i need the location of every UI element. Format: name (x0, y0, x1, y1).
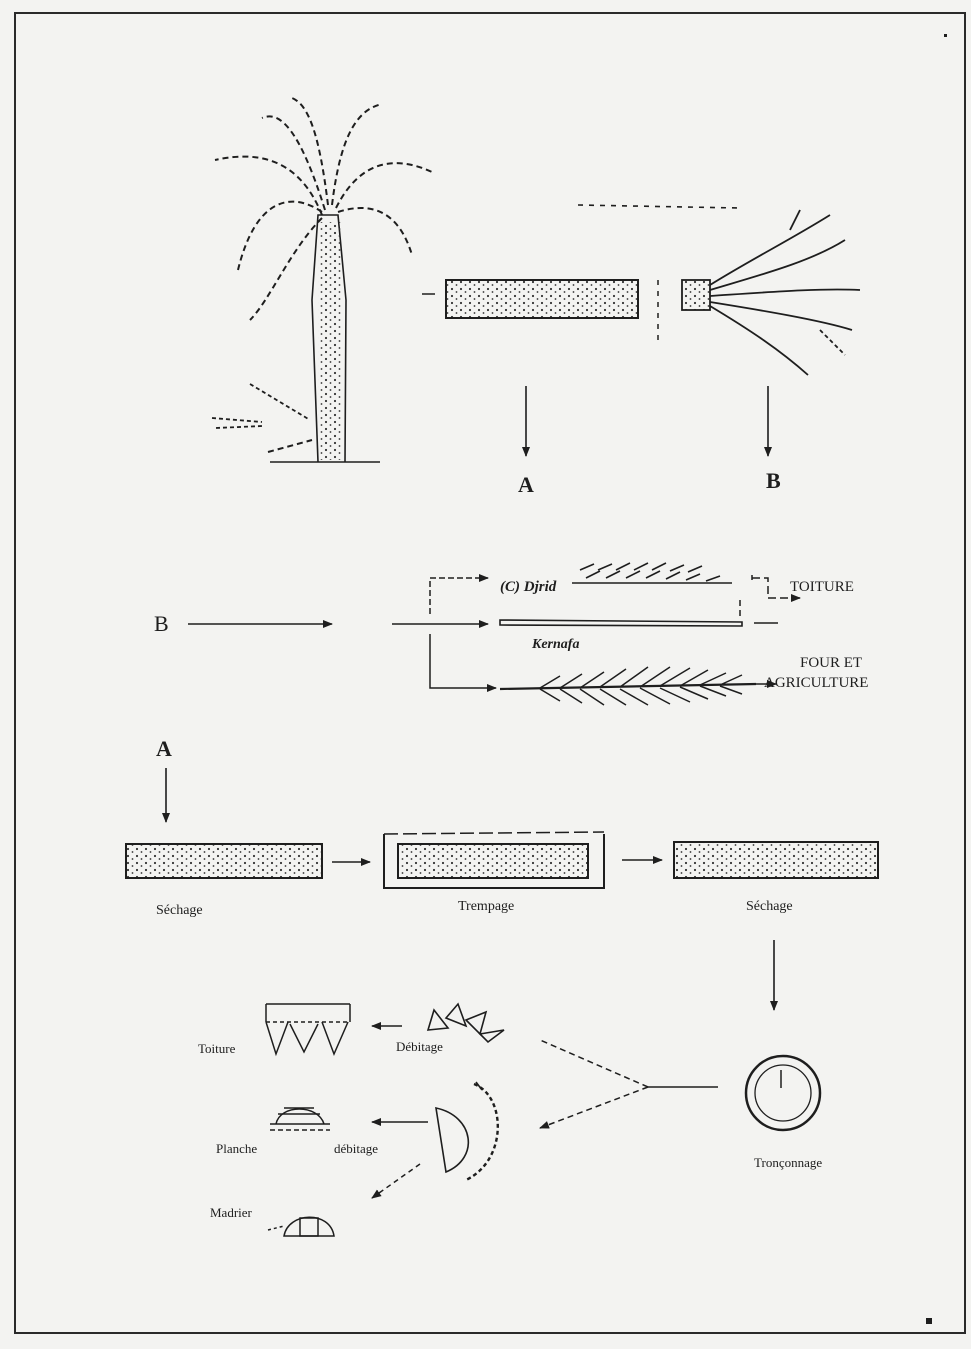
djrid-frond-icon (572, 563, 732, 583)
label-sechage-2: Séchage (746, 900, 793, 914)
label-a-top: A (518, 474, 534, 496)
label-four: FOUR ET (800, 656, 862, 671)
trunk-log-icon (446, 280, 638, 318)
label-planche: Planche (216, 1142, 257, 1155)
label-agriculture: AGRICULTURE (764, 676, 868, 691)
label-b-top: B (766, 470, 781, 492)
log-cross-section-icon (746, 1056, 820, 1130)
soaking-tank-icon (384, 832, 604, 888)
frond-base-icon (682, 210, 860, 375)
label-toiture-left: Toiture (198, 1042, 235, 1055)
label-debitage-2: débitage (334, 1142, 378, 1155)
label-a-left: A (156, 738, 172, 760)
kernafa-stick-icon (500, 620, 742, 626)
label-trempage: Trempage (458, 900, 514, 914)
palm-tree-icon (215, 98, 432, 462)
half-log-icon (436, 1082, 498, 1180)
beam-section-icon (268, 1217, 334, 1236)
label-toiture-right: TOITURE (790, 580, 854, 595)
drying-log-icon (126, 844, 322, 878)
split-segments-icon (428, 1004, 504, 1042)
plank-stack-icon (270, 1108, 330, 1130)
label-b-left: B (154, 613, 169, 635)
label-sechage-1: Séchage (156, 904, 203, 918)
leaf-frond-icon (500, 667, 756, 705)
drying-log-icon-2 (674, 842, 878, 878)
label-debitage-1: Débitage (396, 1040, 443, 1053)
label-kernafa: Kernafa (532, 638, 579, 652)
roof-halves-icon (266, 1004, 350, 1054)
label-madrier: Madrier (210, 1206, 252, 1219)
pointer-arrow-icon (212, 384, 310, 428)
label-djrid: (C) Djrid (500, 580, 556, 595)
label-tronconnage: Tronçonnage (754, 1156, 822, 1169)
